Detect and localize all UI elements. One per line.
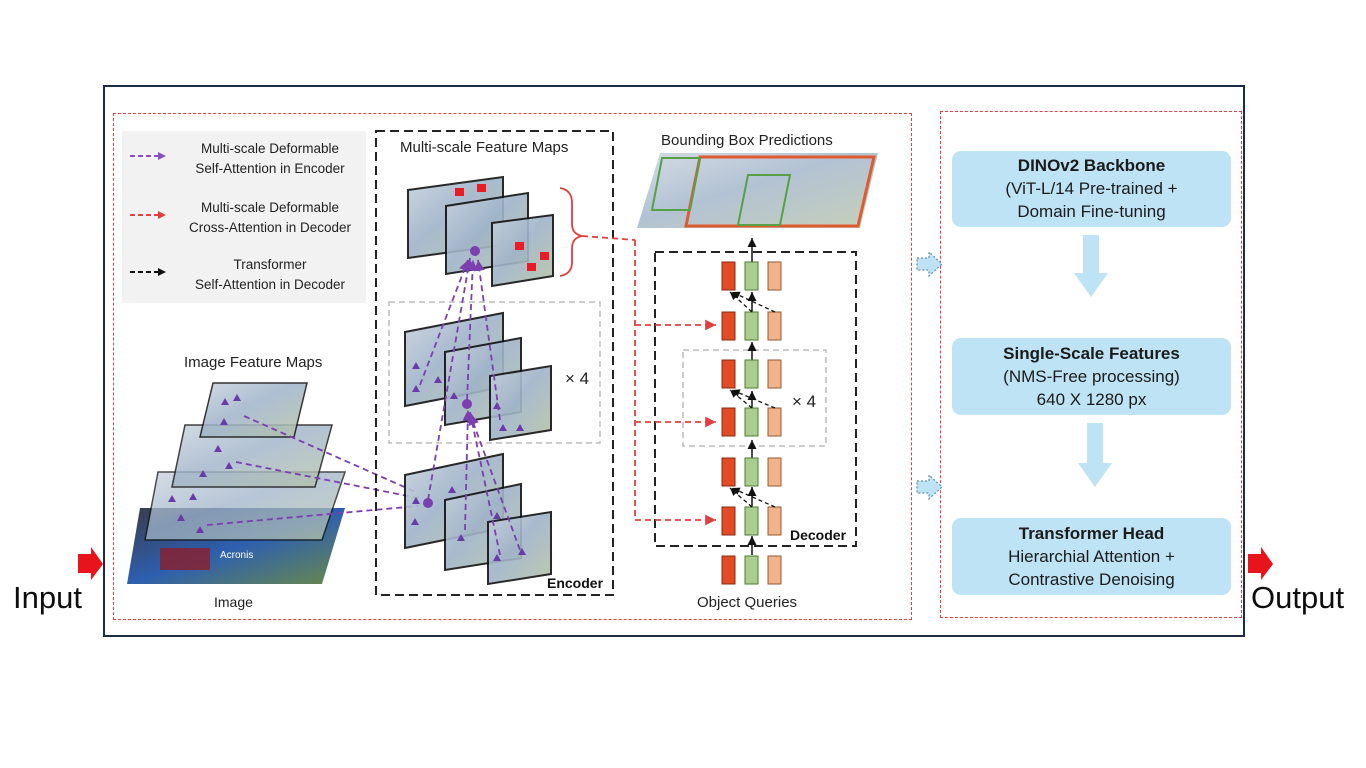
input-label: Input <box>13 580 82 615</box>
purple-dashed-arrow-icon <box>130 152 166 160</box>
photo-text: Acronis <box>220 550 253 561</box>
hollow-arrow-icon <box>916 250 943 278</box>
legend-line: Cross-Attention in Decoder <box>188 220 352 235</box>
image-feature-maps-label: Image Feature Maps <box>184 354 323 371</box>
red-dashed-arrow-icon <box>130 211 166 219</box>
box-title: Single-Scale Features <box>1003 344 1180 363</box>
bounding-box-predictions-label: Bounding Box Predictions <box>661 132 833 149</box>
pipeline-connector-arrows <box>916 250 943 501</box>
encoder-repeat-box <box>388 301 601 444</box>
legend: Multi-scale Deformable Self-Attention in… <box>122 131 366 303</box>
black-dashed-arrow-icon <box>130 268 166 276</box>
single-scale-features-box: Single-Scale Features (NMS-Free processi… <box>952 338 1231 415</box>
decoder-label: Decoder <box>790 527 847 543</box>
box-line: 640 X 1280 px <box>1036 390 1147 409</box>
down-arrow-icon <box>1074 235 1108 297</box>
outer-frame <box>103 85 1245 637</box>
pipeline-panel <box>940 111 1242 618</box>
legend-line: Multi-scale Deformable <box>200 141 340 156</box>
decoder-query-rows <box>721 261 782 585</box>
query-row <box>721 359 782 389</box>
encoder-box <box>375 130 614 596</box>
box-title: DINOv2 Backbone <box>1017 156 1166 175</box>
hollow-arrow-icon <box>916 473 943 501</box>
query-row <box>721 311 782 341</box>
box-line: Hierarchial Attention + <box>1008 547 1175 566</box>
top-feature-maps <box>407 175 636 288</box>
box-line: Domain Fine-tuning <box>1017 202 1166 221</box>
decoder-self-attention-arrows <box>729 291 776 508</box>
object-queries-label: Object Queries <box>697 594 798 611</box>
query-row <box>721 261 782 291</box>
bounding-box-predictions-image <box>637 153 878 228</box>
image-label: Image <box>214 594 253 610</box>
multiscale-feature-maps-label: Multi-scale Feature Maps <box>400 139 569 156</box>
box-line: Contrastive Denoising <box>1008 570 1175 589</box>
query-row <box>721 506 782 536</box>
legend-item-encoder-self-attention: Multi-scale Deformable Self-Attention in… <box>122 139 366 179</box>
output-label: Output <box>1251 580 1345 615</box>
legend-line: Self-Attention in Encoder <box>195 161 345 176</box>
decoder-repeat-label: × 4 <box>792 392 817 411</box>
pipeline-down-arrows <box>1074 235 1112 487</box>
down-arrow-icon <box>1078 423 1112 487</box>
encoder-repeat-label: × 4 <box>565 369 590 388</box>
query-row <box>721 457 782 487</box>
middle-feature-maps <box>404 311 552 442</box>
input-arrow-icon <box>78 547 103 580</box>
output-arrow-icon <box>1248 547 1273 580</box>
legend-line: Transformer <box>233 257 307 272</box>
bottom-feature-maps <box>404 452 552 586</box>
encoder-attention-arrows <box>419 257 521 556</box>
encoder-label: Encoder <box>547 575 604 591</box>
architecture-panel <box>113 113 912 620</box>
decoder-cross-attention-arrows <box>634 240 716 526</box>
transformer-head-box: Transformer Head Hierarchial Attention +… <box>952 518 1231 595</box>
image-feature-maps <box>144 382 419 541</box>
legend-line: Self-Attention in Decoder <box>194 277 346 292</box>
box-title: Transformer Head <box>1018 524 1165 543</box>
legend-line: Multi-scale Deformable <box>200 200 340 215</box>
io-arrows <box>78 547 1273 580</box>
legend-item-decoder-self-attention: Transformer Self-Attention in Decoder <box>122 255 366 295</box>
query-row <box>721 407 782 437</box>
object-queries-row <box>721 555 782 585</box>
box-line: (NMS-Free processing) <box>1003 367 1180 386</box>
decoder-box <box>654 251 857 547</box>
legend-item-decoder-cross-attention: Multi-scale Deformable Cross-Attention i… <box>122 198 366 238</box>
box-line: (ViT-L/14 Pre-trained + <box>1005 179 1178 198</box>
dinov2-backbone-box: DINOv2 Backbone (ViT-L/14 Pre-trained + … <box>952 151 1231 227</box>
